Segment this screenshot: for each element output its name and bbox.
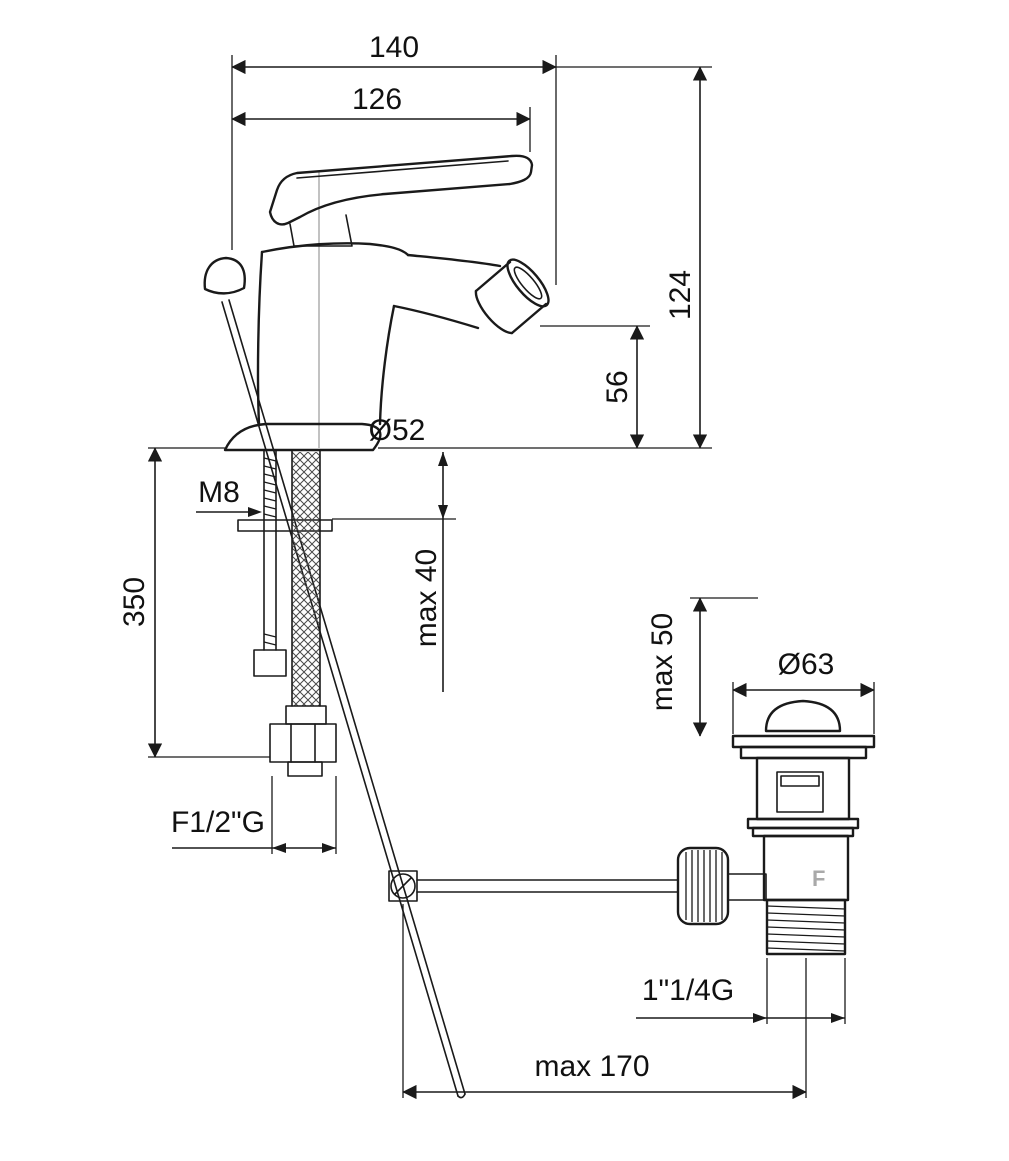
dim-350-group: 350 (118, 447, 270, 758)
drain-thread-label-group: 1"1/4G (636, 958, 846, 1024)
popup-rod-edge-2 (228, 299, 466, 1095)
hose-braid-texture (292, 452, 320, 706)
m8-stud (253, 449, 287, 677)
handle-lever (268, 154, 534, 226)
clamp-screw-head (390, 873, 416, 899)
popup-knob (203, 256, 246, 295)
spout-bottom-edge (392, 304, 480, 330)
body-right-edge (378, 304, 396, 426)
screw-slot (394, 877, 412, 895)
aerator-side-left (474, 260, 512, 293)
m8-label-group: M8 (196, 476, 262, 517)
dim-56-group: 56 (540, 325, 650, 449)
dia-52-label: Ø52 (369, 414, 426, 447)
aerator-face (506, 258, 550, 308)
under-deck-assembly (237, 449, 337, 777)
m8-label: M8 (198, 476, 240, 509)
drain-overflow-slot (780, 775, 820, 787)
drain-overflow-hole (776, 771, 824, 813)
drain-dome-cap (764, 699, 842, 733)
rod-linkage (388, 846, 767, 926)
fitting-label: F1/2"G (171, 806, 265, 839)
aerator (474, 258, 550, 335)
stud-thread-ticks (263, 457, 277, 646)
popup-rod-edge-1 (221, 301, 459, 1097)
knurled-nut (676, 846, 730, 926)
flexible-hose (269, 449, 337, 777)
dia-63-label: Ø63 (778, 648, 835, 681)
stud-nut (253, 649, 287, 677)
body-left-edge (256, 250, 264, 426)
dim-124-group: 124 (378, 66, 712, 449)
hex-nut-facets (290, 723, 316, 763)
clamping-plate (237, 519, 333, 532)
dim-max170-label: max 170 (534, 1050, 649, 1083)
dim-max50-group: max 50 (646, 597, 758, 737)
faucet-base (223, 422, 382, 452)
dim-max40-group: max 40 (332, 452, 456, 692)
dim-124-label: 124 (664, 270, 697, 320)
knurl-lines (685, 850, 723, 922)
dim-350-label: 350 (118, 577, 151, 627)
aerator-bottom-arc (474, 289, 514, 335)
dim-56-label: 56 (601, 370, 634, 403)
dim-140-group: 140 (231, 31, 557, 285)
tail-thread-lines (766, 905, 846, 952)
handle-detail-line (296, 160, 509, 179)
dim-max50-label: max 50 (646, 613, 679, 711)
rod-clamp-block (388, 870, 418, 902)
dia-63-group: Ø63 (732, 648, 875, 734)
aerator-side-right (510, 302, 548, 335)
drain-assembly: F (731, 699, 876, 956)
drain-thread-label: 1"1/4G (642, 974, 734, 1007)
hose-end-stub (287, 761, 323, 777)
dim-140-label: 140 (369, 31, 419, 64)
dim-126-label: 126 (352, 83, 402, 116)
dim-max170-group: max 170 (402, 904, 807, 1100)
body-mark-letter: F (812, 866, 825, 891)
aerator-face-inner (513, 266, 543, 300)
dim-max40-label: max 40 (410, 549, 443, 647)
fitting-label-group: F1/2"G (171, 776, 337, 854)
faucet-assembly (203, 154, 550, 1099)
spout-top-edge (406, 253, 502, 268)
body-top-edge (260, 242, 410, 257)
dim-126-group: 126 (231, 83, 531, 152)
